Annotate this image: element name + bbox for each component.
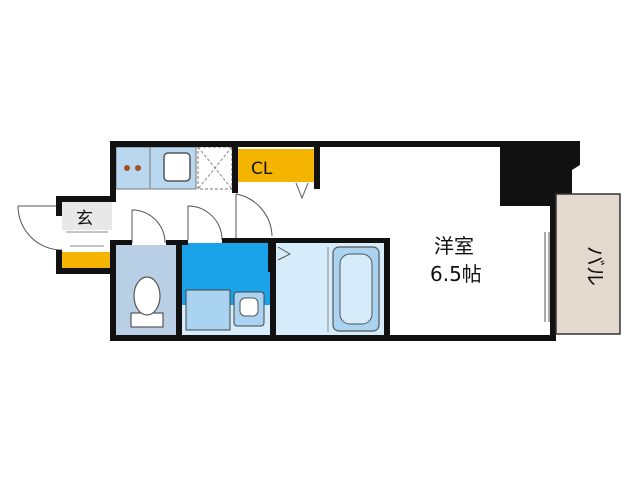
western-room-name: 洋室: [434, 234, 474, 258]
stove-burner-icon: [124, 165, 130, 171]
washing-machine-space: [185, 289, 231, 331]
balcony-area: [556, 194, 620, 334]
balcony-outline: [555, 193, 621, 335]
closet-label: CL: [251, 159, 273, 179]
shoe-cabinet: [66, 231, 108, 247]
entrance-mat: [60, 252, 110, 268]
entrance-label: 玄: [76, 209, 93, 229]
closet-area: [238, 149, 314, 182]
entrance-door-swing: [17, 205, 63, 251]
bathtub-inner: [339, 253, 373, 325]
door-swing-toilet: [131, 209, 166, 244]
fridge-space-cross: [197, 146, 233, 190]
entrance-floor: [62, 202, 112, 230]
kitchen-sink: [163, 152, 191, 182]
wash-basin-bowl: [239, 297, 259, 317]
walls: [56, 141, 580, 341]
door-swing-washroom: [187, 205, 223, 241]
bath-door-mark: [277, 246, 292, 261]
closet-door-marks: [295, 182, 309, 200]
balcony-label: バル: [583, 246, 607, 286]
western-room-size: 6.5帖: [430, 262, 482, 286]
door-swing-room: [235, 193, 273, 238]
kitchen-stove: [115, 146, 151, 190]
toilet-bowl: [133, 276, 161, 316]
stove-burner-icon: [135, 165, 141, 171]
